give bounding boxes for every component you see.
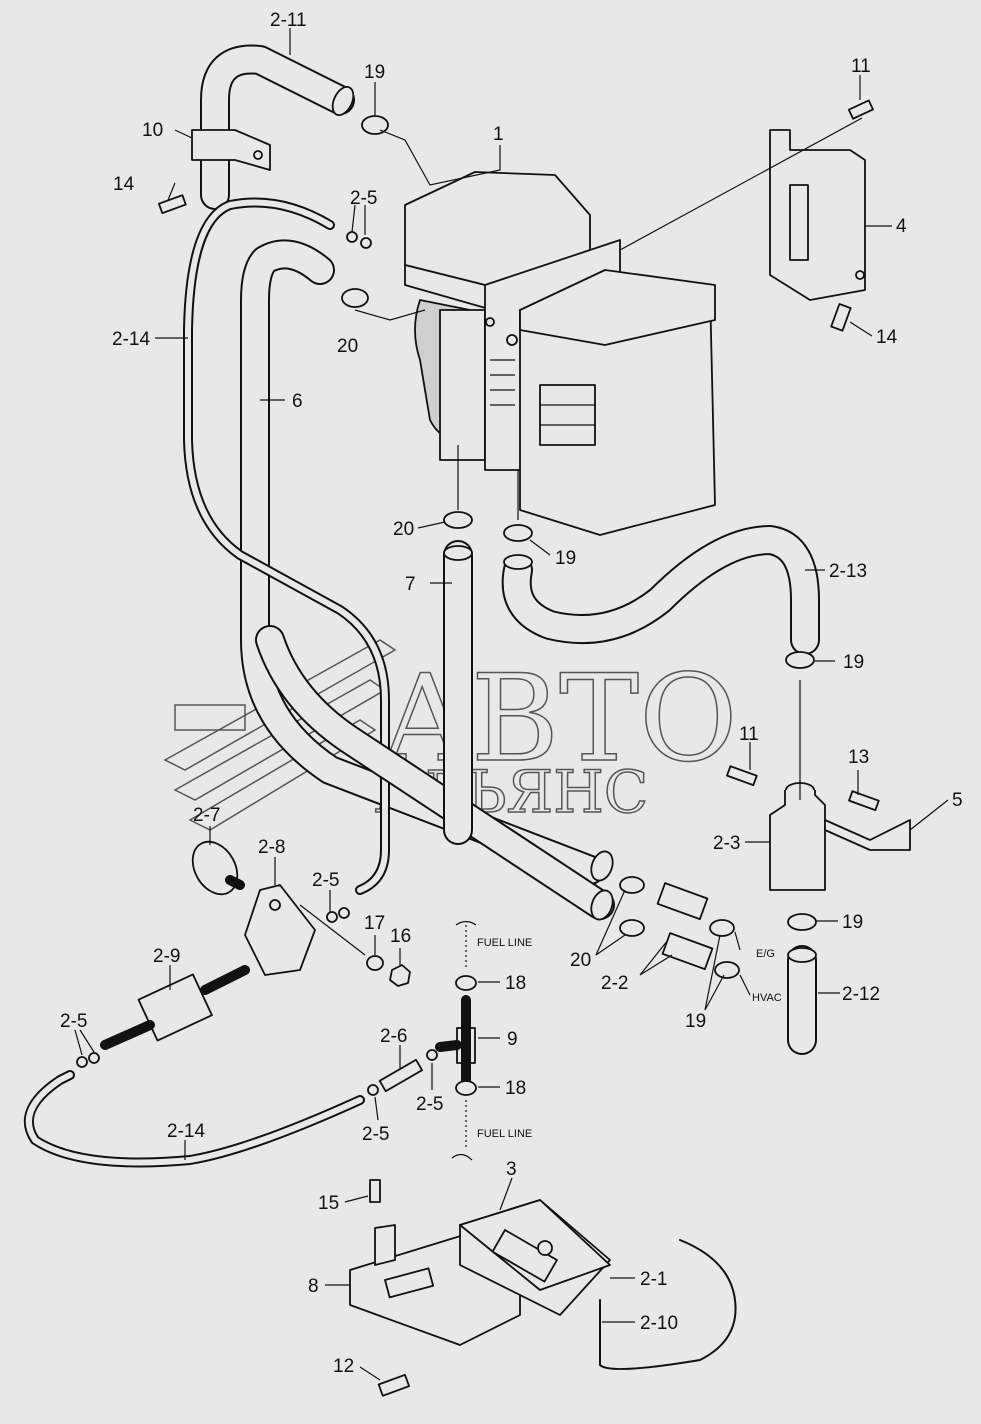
note-fuel-line-bottom: FUEL LINE [477, 1128, 532, 1140]
label-9: 9 [507, 1029, 518, 1050]
nut-16 [389, 964, 411, 987]
note-fuel-line-top: FUEL LINE [477, 937, 532, 949]
label-2-14-lower: 2-14 [167, 1121, 205, 1142]
washer-17 [366, 955, 384, 971]
label-2-5-adapter: 2-5 [416, 1094, 443, 1115]
note-eg: E/G [756, 948, 775, 960]
watermark-line-1: АВТО [380, 650, 737, 789]
clamp-19-mid [503, 524, 533, 542]
hose-7 [443, 540, 473, 845]
label-2-6: 2-6 [380, 1026, 407, 1047]
bracket-2-8 [244, 884, 316, 976]
label-19-right: 19 [843, 652, 864, 673]
clamp-20-mid [443, 511, 473, 529]
clamp-19-hvac [714, 961, 740, 979]
label-16: 16 [390, 926, 411, 947]
label-2-5-top: 2-5 [350, 188, 377, 209]
label-2-14-upper: 2-14 [112, 329, 150, 350]
label-15: 15 [318, 1193, 339, 1214]
label-5: 5 [952, 790, 963, 811]
label-2-5-left: 2-5 [60, 1011, 87, 1032]
label-2-5-bottom: 2-5 [362, 1124, 389, 1145]
hose-6 [240, 239, 614, 885]
fuel-line-2-14-upper [183, 197, 390, 895]
clamp-10 [191, 129, 271, 171]
label-4: 4 [896, 216, 907, 237]
label-2-11: 2-11 [270, 10, 307, 31]
clamp-20-low-b [619, 919, 645, 937]
label-17: 17 [364, 913, 385, 934]
clamp-20-top [341, 288, 369, 308]
leader-lines [74, 28, 949, 1381]
hose-2-11 [200, 44, 355, 210]
label-18-top: 18 [505, 973, 526, 994]
label-20-mid: 20 [393, 519, 414, 540]
clamp-19-eg [709, 919, 735, 937]
label-6: 6 [292, 391, 303, 412]
label-10: 10 [142, 120, 163, 141]
label-13: 13 [848, 747, 869, 768]
tee-9 [435, 995, 476, 1085]
clamp-20-low-a [619, 876, 645, 894]
hose-6-lower [255, 625, 615, 921]
fuel-line-2-14-lower [23, 1070, 365, 1168]
label-8: 8 [308, 1276, 319, 1297]
label-7: 7 [405, 574, 416, 595]
label-2-2: 2-2 [601, 973, 628, 994]
heater-unit-1 [404, 171, 716, 536]
label-14-left: 14 [113, 174, 135, 195]
label-2-7: 2-7 [193, 805, 220, 826]
label-19-bottom: 19 [685, 1011, 706, 1032]
clamps-2-5 [76, 231, 438, 1096]
label-2-8: 2-8 [258, 837, 285, 858]
clamp-19-top [361, 115, 389, 135]
fuel-pump-2-7 [191, 840, 245, 896]
hose-2-12 [787, 945, 817, 1055]
label-2-12: 2-12 [842, 984, 880, 1005]
pipes-2-2 [656, 882, 714, 971]
controller-3 [459, 1199, 611, 1316]
label-14-right: 14 [876, 327, 898, 348]
label-19-low: 19 [842, 912, 863, 933]
clamp-19-low [787, 913, 817, 931]
label-19-top: 19 [364, 62, 385, 83]
label-11-top: 11 [851, 56, 871, 77]
label-19-mid: 19 [555, 548, 576, 569]
label-18-bottom: 18 [505, 1078, 526, 1099]
bracket-4 [769, 129, 866, 301]
label-2-9: 2-9 [153, 946, 180, 967]
note-hvac: HVAC [752, 992, 782, 1004]
label-2-1: 2-1 [640, 1269, 667, 1290]
adapter-2-6 [378, 1058, 423, 1093]
label-11-mid: 11 [739, 724, 759, 745]
muffler-2-3 [769, 782, 911, 891]
connection-notes: FUEL LINE FUEL LINE E/G HVAC [477, 937, 782, 1140]
part-labels: 2-11 19 1 11 10 2-5 14 4 2-14 20 14 6 20… [60, 10, 963, 1377]
label-2-13: 2-13 [829, 561, 867, 582]
clamp-18-top [455, 975, 477, 991]
clamp-19-right [785, 651, 815, 669]
fuel-line-break-icons [451, 920, 477, 1161]
label-12: 12 [333, 1356, 354, 1377]
label-2-3: 2-3 [713, 833, 740, 854]
label-20-low: 20 [570, 950, 591, 971]
label-3: 3 [506, 1159, 517, 1180]
label-1: 1 [493, 124, 504, 145]
label-20-top: 20 [337, 336, 358, 357]
watermark: АВТО АЛЬЯНС [163, 639, 738, 831]
hose-2-13 [501, 525, 820, 655]
clamp-18-bottom [455, 1080, 477, 1096]
label-2-5-mid: 2-5 [312, 870, 339, 891]
cable-2-10 [599, 1239, 737, 1370]
bolts [157, 99, 880, 1397]
label-2-10: 2-10 [640, 1313, 678, 1334]
fuel-filter-2-9 [100, 965, 250, 1050]
